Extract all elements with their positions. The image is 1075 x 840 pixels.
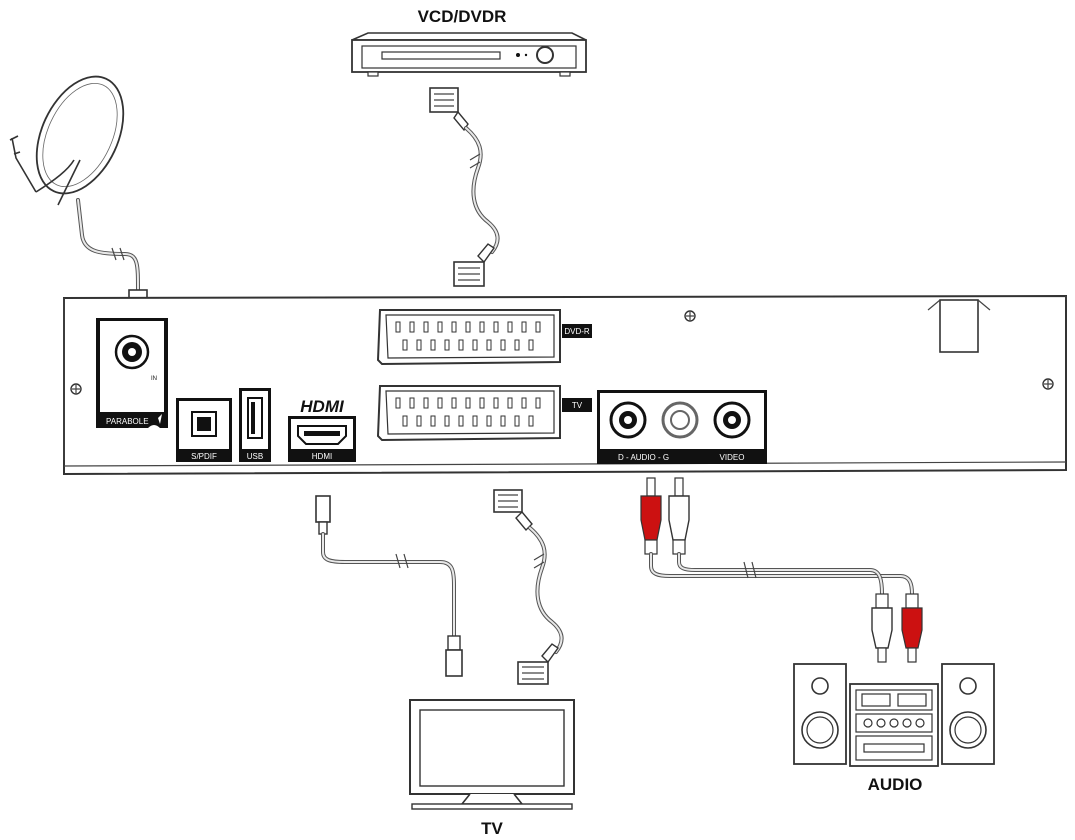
parabole-label: PARABOLE bbox=[106, 417, 149, 426]
usb-label: USB bbox=[247, 452, 263, 461]
dvd-r-label: DVD-R bbox=[564, 327, 590, 336]
receiver-back-panel: IN PARABOLE S/PDIF USB HDMI HDM bbox=[63, 294, 1067, 476]
spdif-port[interactable]: S/PDIF bbox=[176, 398, 232, 462]
scart-pins-top bbox=[395, 321, 541, 351]
scart-cable-vcd bbox=[429, 87, 500, 287]
parabole-port-panel[interactable]: IN PARABOLE bbox=[96, 318, 168, 428]
scart-cable-tv bbox=[493, 489, 564, 685]
in-label: IN bbox=[151, 376, 157, 382]
scart-port-tv[interactable]: TV bbox=[376, 385, 592, 442]
scart-pins-bottom bbox=[395, 397, 541, 427]
tv-port-label: TV bbox=[572, 401, 583, 410]
hdmi-port[interactable]: HDMI HDMI bbox=[288, 397, 356, 462]
vcd-dvdr-label: VCD/DVDR bbox=[418, 7, 507, 26]
scart-port-dvd-r[interactable]: DVD-R bbox=[376, 309, 592, 366]
video-label: VIDEO bbox=[720, 453, 745, 462]
audio-system: AUDIO bbox=[793, 663, 995, 794]
rca-audio-cable bbox=[640, 477, 923, 663]
audio-label: AUDIO bbox=[868, 775, 923, 794]
tv-device: TV bbox=[409, 699, 575, 838]
tv-label: TV bbox=[481, 819, 503, 838]
satellite-dish bbox=[9, 75, 148, 321]
rca-port-block[interactable]: D - AUDIO - G VIDEO bbox=[597, 390, 767, 464]
hdmi-cable bbox=[315, 495, 463, 677]
usb-port[interactable]: USB bbox=[239, 388, 271, 462]
spdif-label: S/PDIF bbox=[191, 452, 217, 461]
hdmi-label: HDMI bbox=[312, 452, 332, 461]
vcd-dvdr-device: VCD/DVDR bbox=[351, 7, 587, 77]
hdmi-logo: HDMI bbox=[300, 397, 345, 416]
audio-dg-label: D - AUDIO - G bbox=[618, 453, 669, 462]
